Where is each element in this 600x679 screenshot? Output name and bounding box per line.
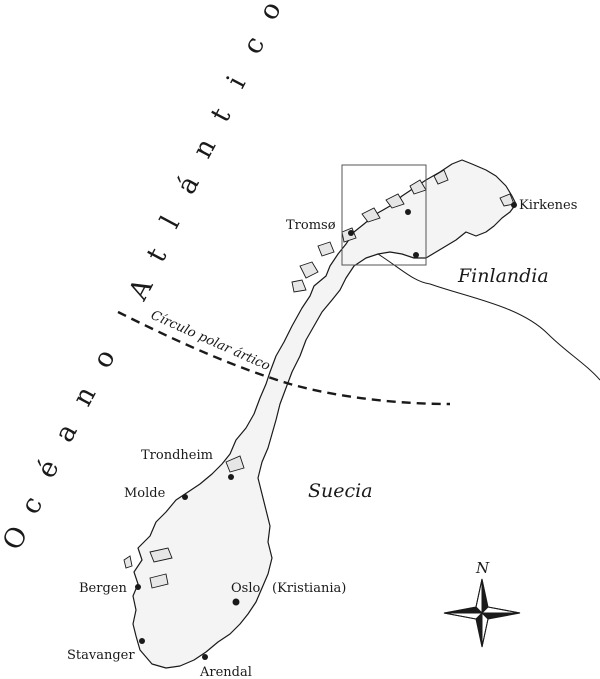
arendal-label: Arendal <box>199 665 252 679</box>
ocean-letter: n <box>187 133 223 163</box>
ocean-letter: t <box>141 243 174 267</box>
trondheim-dot <box>228 474 234 480</box>
inset-frame <box>341 164 427 266</box>
ocean-letter: c <box>15 491 49 519</box>
ocean-letter: o <box>87 344 122 373</box>
kristiania-label: (Kristiania) <box>272 581 346 596</box>
stavanger-dot <box>139 638 145 644</box>
trondheim-label: Trondheim <box>141 448 213 463</box>
finland-label: Finlandia <box>457 265 549 287</box>
inland-dot-2 <box>413 252 419 258</box>
oslo-label: Oslo <box>231 581 260 596</box>
ocean-letter: o <box>253 0 288 25</box>
arendal-dot <box>202 654 208 660</box>
molde-label: Molde <box>124 486 166 501</box>
compass-north-label: N <box>475 559 490 577</box>
ocean-letter: i <box>221 71 253 94</box>
bergen-dot <box>135 584 141 590</box>
arctic-circle-line <box>117 310 451 406</box>
ocean-letter: A <box>122 273 159 306</box>
inland-dot-1 <box>405 209 411 215</box>
ocean-letter: á <box>171 171 206 200</box>
ocean-letter: c <box>237 31 271 59</box>
arctic-circle-label: Círculo polar ártico <box>148 308 272 374</box>
tromso-dot <box>348 230 354 236</box>
ocean-letter: t <box>205 103 238 127</box>
stavanger-label: Stavanger <box>67 648 135 663</box>
ocean-letter: O <box>0 521 35 555</box>
city-markers <box>135 202 517 660</box>
ocean-letter: a <box>49 419 84 448</box>
ocean-letter: é <box>31 455 66 484</box>
ocean-letter: n <box>67 381 103 411</box>
bergen-label: Bergen <box>79 581 127 596</box>
ocean-letter: l <box>155 211 186 233</box>
sweden-label: Suecia <box>308 480 373 502</box>
kirkenes-label: Kirkenes <box>519 198 577 213</box>
compass-rose-icon <box>443 578 521 648</box>
tromso-label: Tromsø <box>286 218 336 233</box>
molde-dot <box>182 494 188 500</box>
oslo-dot <box>232 598 240 606</box>
sweden-finland-border <box>377 253 600 381</box>
kirkenes-dot <box>511 202 517 208</box>
